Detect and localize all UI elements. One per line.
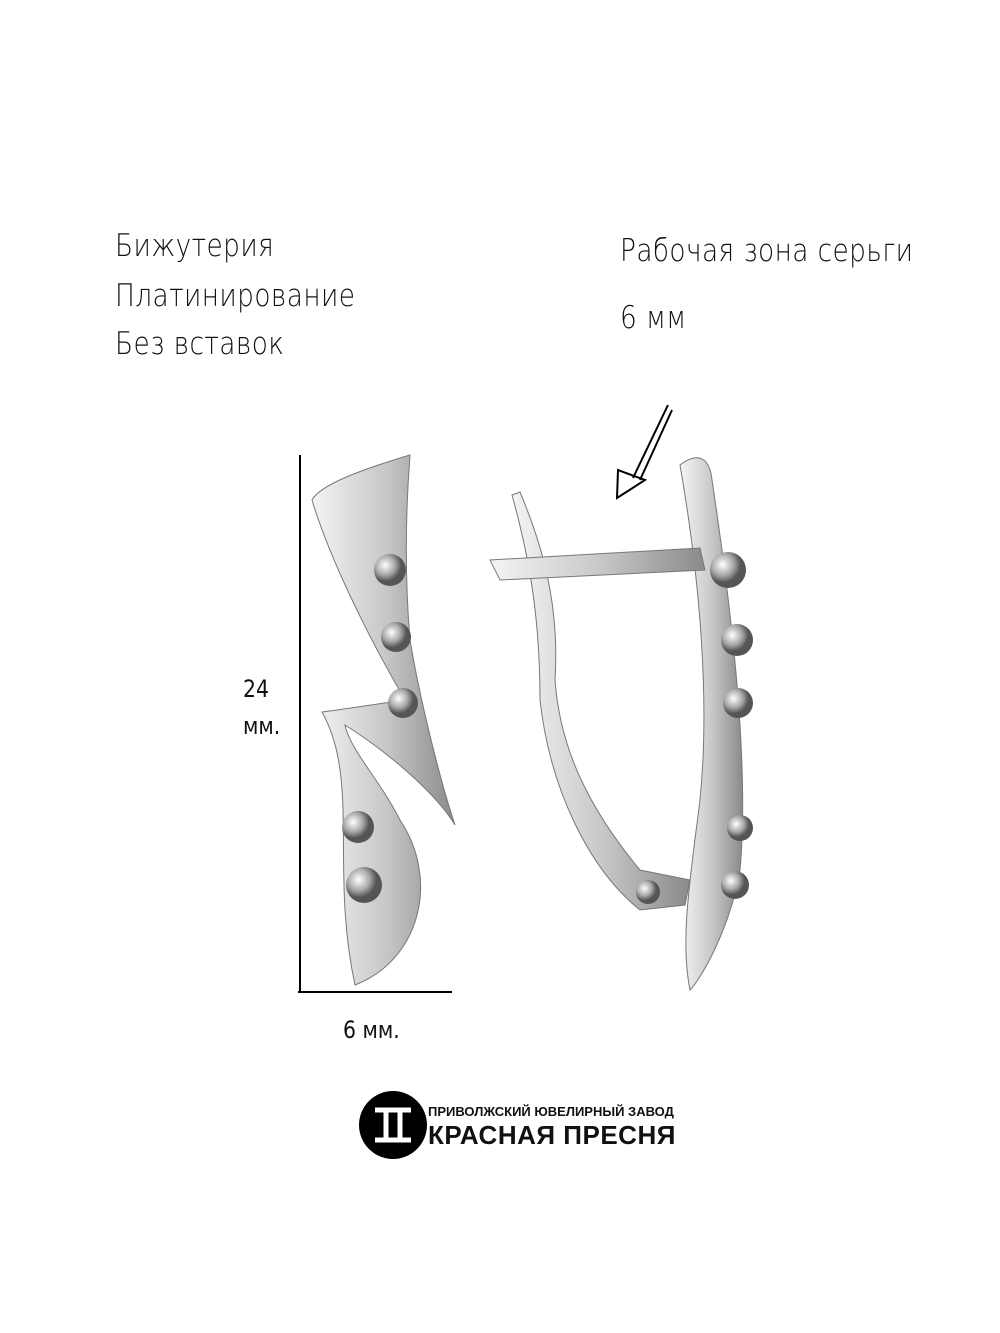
- height-value: 24: [243, 675, 269, 703]
- earring-hook: [511, 491, 691, 911]
- brand-logo-icon: [359, 1091, 427, 1159]
- arrow-icon: [615, 404, 673, 500]
- earring-beads: [342, 554, 418, 903]
- working-zone-value: 6 мм: [620, 300, 687, 336]
- height-unit: мм.: [243, 712, 281, 740]
- earring-front: [311, 454, 456, 986]
- spec-coating: Платинирование: [115, 278, 356, 314]
- spec-type: Бижутерия: [115, 228, 275, 264]
- earring-latch: [489, 547, 706, 581]
- earring-side: [679, 457, 744, 992]
- spec-inserts: Без вставок: [115, 326, 285, 362]
- working-zone-label: Рабочая зона серьги: [620, 233, 914, 269]
- brand-subtitle: ПРИВОЛЖСКИЙ ЮВЕЛИРНЫЙ ЗАВОД: [428, 1104, 674, 1119]
- width-label: 6 мм.: [343, 1016, 400, 1044]
- brand-name: КРАСНАЯ ПРЕСНЯ: [428, 1120, 676, 1150]
